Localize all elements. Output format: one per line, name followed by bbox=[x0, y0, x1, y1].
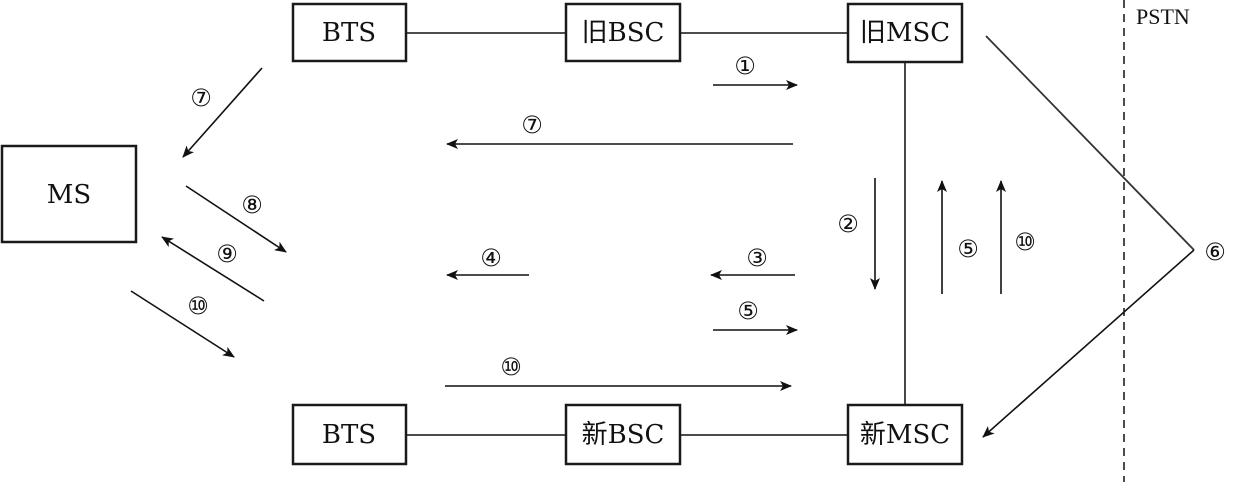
bts-new-box: BTS bbox=[291, 403, 408, 466]
arrow-step-8 bbox=[185, 185, 287, 253]
pstn-path-upper bbox=[985, 35, 1195, 251]
step-1-label: ① bbox=[734, 52, 756, 80]
bts-old-box: BTS bbox=[291, 2, 408, 63]
arrow-step-7-left bbox=[182, 67, 263, 158]
msc-old-box: 旧MSC bbox=[846, 2, 964, 64]
bsc-new-label: 新BSC bbox=[582, 420, 665, 450]
step-4-label: ④ bbox=[480, 244, 502, 272]
step-3-label: ③ bbox=[746, 244, 768, 272]
arrow-step-10-left bbox=[130, 290, 235, 358]
step-10-bottom-label: ⑩ bbox=[500, 353, 522, 381]
step-10-left-label: ⑩ bbox=[187, 292, 209, 320]
pstn-label: PSTN bbox=[1136, 4, 1190, 29]
step-10-vertical-label: ⑩ bbox=[1014, 228, 1036, 256]
ms-label: MS bbox=[47, 180, 91, 210]
bsc-old-box: 旧BSC bbox=[564, 2, 682, 63]
arrow-step-6 bbox=[982, 249, 1195, 438]
bsc-new-box: 新BSC bbox=[564, 403, 682, 466]
msc-new-box: 新MSC bbox=[846, 403, 964, 466]
ms-box: MS bbox=[0, 144, 138, 244]
bts-new-label: BTS bbox=[322, 420, 376, 450]
arrow-step-9 bbox=[161, 236, 265, 302]
bsc-old-label: 旧BSC bbox=[582, 18, 665, 48]
msc-old-label: 旧MSC bbox=[860, 18, 950, 48]
bts-old-label: BTS bbox=[322, 18, 376, 48]
step-7-upper-label: ⑦ bbox=[521, 111, 543, 139]
step-6-label: ⑥ bbox=[1204, 238, 1226, 266]
step-9-label: ⑨ bbox=[216, 240, 238, 268]
step-8-label: ⑧ bbox=[241, 191, 263, 219]
step-7-left-label: ⑦ bbox=[190, 84, 212, 112]
step-2-label: ② bbox=[837, 210, 859, 238]
msc-new-label: 新MSC bbox=[860, 420, 950, 450]
step-5-vertical-label: ⑤ bbox=[957, 235, 979, 263]
step-5-horizontal-label: ⑤ bbox=[737, 297, 759, 325]
